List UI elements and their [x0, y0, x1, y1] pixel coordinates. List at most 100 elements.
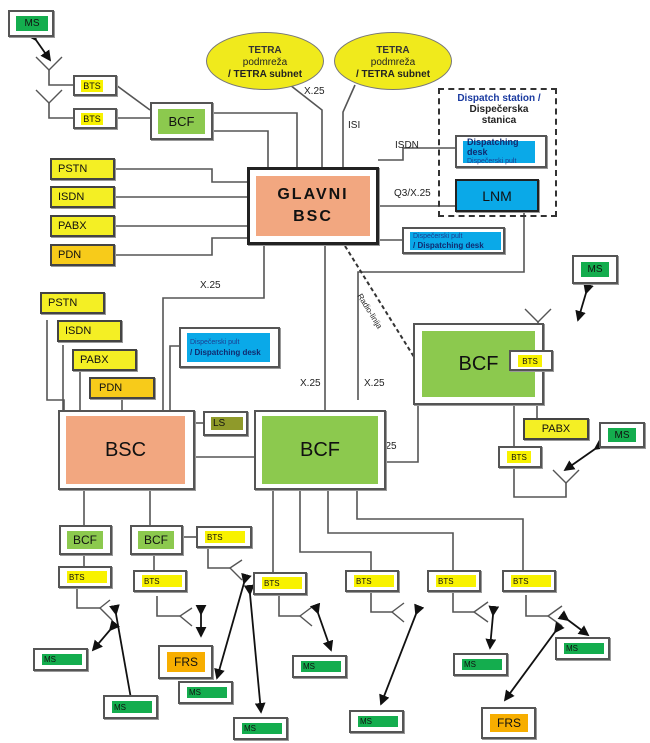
tetra-subnet-1[interactable]: TETRA podmreža / TETRA subnet [206, 32, 324, 90]
network-pstn-label: PSTN [58, 163, 88, 175]
dispatch-desk-top-hr: Dispečerski pult [467, 158, 517, 165]
antenna-icon [524, 308, 552, 323]
dispatch-desk-top-fill: Dispatching desk Dispečerski pult [463, 137, 535, 165]
link-label-x25-mid: X.25 [300, 378, 321, 389]
ms-node[interactable]: MS [453, 653, 508, 676]
lnm-label: LNM [482, 187, 512, 204]
network-right-pabx-label: PABX [541, 423, 571, 435]
ms-node[interactable]: MS [233, 717, 288, 740]
ls-node[interactable]: LS [203, 411, 248, 436]
bts-label: BTS [518, 355, 542, 367]
network-left-pdn[interactable]: PDN [89, 377, 155, 399]
bsc-label: BSC [66, 416, 185, 484]
bcf-node[interactable]: BCF [59, 525, 112, 555]
frs-label: FRS [490, 714, 528, 732]
antenna-feed-d [278, 595, 300, 617]
ms-node[interactable]: MS [599, 422, 645, 448]
ms-node[interactable]: MS [572, 255, 618, 284]
bts-node[interactable]: BTS [73, 108, 117, 129]
bsc-node[interactable]: BSC [58, 410, 195, 490]
tetra-subnet-2[interactable]: TETRA podmreža / TETRA subnet [334, 32, 452, 90]
frs-node[interactable]: FRS [158, 645, 213, 679]
ms-label: MS [608, 428, 636, 442]
link-bsc-desk [169, 345, 180, 410]
network-left-isdn[interactable]: ISDN [57, 320, 122, 342]
link-label-q3: Q3/X.25 [394, 188, 431, 199]
antenna-feed-a [76, 588, 100, 609]
link-tetra2 [342, 84, 356, 170]
network-isdn[interactable]: ISDN [50, 186, 115, 208]
frs-node[interactable]: FRS [481, 707, 536, 739]
bts-label: BTS [67, 571, 107, 583]
link-tetra1 [289, 84, 323, 170]
ms-label: MS [564, 643, 604, 654]
main-bsc-line1: GLAVNI [277, 186, 349, 203]
link-bcf-glavni-2 [212, 130, 269, 170]
antenna-feed-2 [48, 103, 74, 119]
link-l-pstn [46, 320, 65, 410]
bcf-node[interactable]: BCF [150, 102, 213, 140]
bcf-node[interactable]: BCF [130, 525, 183, 555]
antenna-feed-c [207, 548, 230, 569]
ms-node[interactable]: MS [178, 681, 233, 704]
bts-label: BTS [81, 80, 103, 92]
bts-node[interactable]: BTS [345, 570, 399, 592]
link-label-x25-bcf: X.25 [376, 441, 397, 452]
ms-label: MS [187, 687, 227, 698]
tetra-subnet-1-line1: TETRA [248, 45, 282, 56]
link-bcf-bts-g [356, 490, 524, 570]
network-pdn[interactable]: PDN [50, 244, 115, 266]
network-left-pabx-label: PABX [80, 354, 109, 366]
bts-node[interactable]: BTS [73, 75, 117, 96]
dispatch-desk-left[interactable]: Dispečerski pult / Dispatching desk [179, 327, 280, 368]
radio-arrow [503, 621, 565, 702]
ms-node[interactable]: MS [33, 648, 88, 671]
link-label-x25-left: X.25 [200, 280, 221, 291]
link-bcf-bts-e [299, 490, 372, 570]
bts-node[interactable]: BTS [502, 570, 556, 592]
ms-label: MS [112, 701, 152, 713]
network-pstn[interactable]: PSTN [50, 158, 115, 180]
network-left-pabx[interactable]: PABX [72, 349, 137, 371]
antenna-feed-f [452, 592, 474, 613]
bts-node[interactable]: BTS [509, 350, 553, 371]
bcf-right-node[interactable]: BCF [413, 323, 544, 405]
main-bsc-node[interactable]: GLAVNI BSC [247, 167, 379, 245]
bts-node[interactable]: BTS [427, 570, 481, 592]
dispatch-desk-top[interactable]: Dispatching desk Dispečerski pult [455, 135, 547, 168]
ms-node[interactable]: MS [292, 655, 347, 678]
ms-node[interactable]: MS [103, 695, 158, 719]
bts-node[interactable]: BTS [253, 572, 307, 595]
tetra-subnet-2-line2: podmreža [370, 57, 416, 68]
bts-node[interactable]: BTS [196, 526, 252, 548]
bts-node[interactable]: BTS [58, 566, 112, 588]
tetra-subnet-2-line3: / TETRA subnet [355, 69, 431, 80]
radio-arrow [557, 610, 590, 637]
antenna-icon [552, 469, 580, 484]
ms-node[interactable]: MS [8, 10, 54, 37]
link-bts1-bcf [115, 84, 151, 111]
dispatch-station-group [438, 88, 557, 217]
bcf-center-node[interactable]: BCF [254, 410, 386, 490]
dispatch-desk-mid[interactable]: Dispečerski pult / Dispatching desk [402, 227, 505, 254]
radio-arrow [26, 29, 52, 62]
bts-node[interactable]: BTS [133, 570, 187, 592]
ms-node[interactable]: MS [555, 637, 610, 660]
antenna-icon [546, 605, 563, 627]
tetra-subnet-1-line3: / TETRA subnet [227, 69, 303, 80]
bts-node[interactable]: BTS [498, 446, 542, 468]
antenna-icon [35, 89, 63, 104]
bts-label: BTS [354, 575, 394, 587]
lnm-node[interactable]: LNM [455, 179, 539, 212]
antenna-feed-g [525, 595, 548, 617]
ls-label: LS [211, 417, 243, 430]
link-pstn [114, 168, 250, 183]
ms-node[interactable]: MS [349, 710, 404, 733]
antenna-feed-1 [48, 70, 74, 86]
network-left-pstn[interactable]: PSTN [40, 292, 105, 314]
ms-label: MS [42, 654, 82, 665]
network-right-pabx[interactable]: PABX [523, 418, 589, 440]
network-pabx[interactable]: PABX [50, 215, 115, 237]
network-left-pdn-label: PDN [99, 382, 123, 394]
bcf-center-label: BCF [262, 416, 378, 484]
